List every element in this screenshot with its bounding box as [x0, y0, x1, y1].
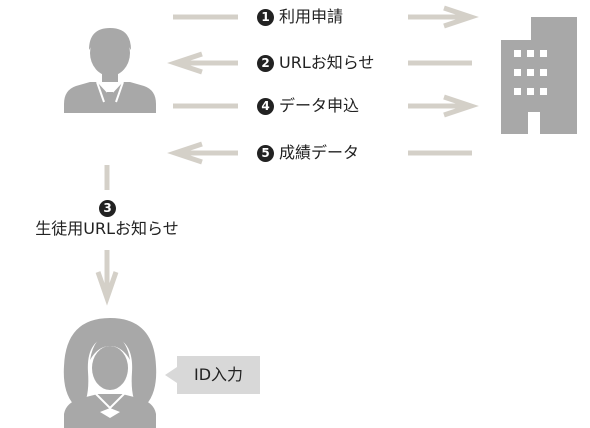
- step-5-number: 5: [257, 145, 274, 162]
- step-4-number: 4: [257, 98, 274, 115]
- step-1-number: 1: [257, 9, 274, 26]
- step-4-text: データ申込: [279, 96, 360, 115]
- arrow-step-2: [167, 51, 472, 75]
- step-2-label: 2 URLお知らせ: [257, 53, 374, 73]
- step-1-text: 利用申請: [279, 7, 344, 26]
- badge-pointer: [165, 367, 177, 383]
- step-2-number: 2: [257, 55, 274, 72]
- arrow-step-1: [173, 5, 479, 29]
- step-3-number: 3: [99, 200, 116, 217]
- step-2-text: URLお知らせ: [279, 53, 375, 72]
- step-3-number-wrap: 3: [99, 198, 116, 218]
- step-4-label: 4 データ申込: [257, 96, 359, 116]
- arrow-step-5: [167, 141, 472, 165]
- teacher-icon: [64, 28, 156, 113]
- step-5-text: 成績データ: [279, 143, 360, 162]
- arrow-step-3: [95, 165, 119, 306]
- id-input-badge: ID入力: [177, 356, 260, 394]
- step-1-label: 1 利用申請: [257, 7, 343, 27]
- step-5-label: 5 成績データ: [257, 143, 359, 163]
- arrow-step-4: [173, 94, 479, 118]
- student-icon: [63, 318, 157, 428]
- step-3-text: 生徒用URLお知らせ: [35, 219, 179, 238]
- school-building-icon: [501, 17, 577, 134]
